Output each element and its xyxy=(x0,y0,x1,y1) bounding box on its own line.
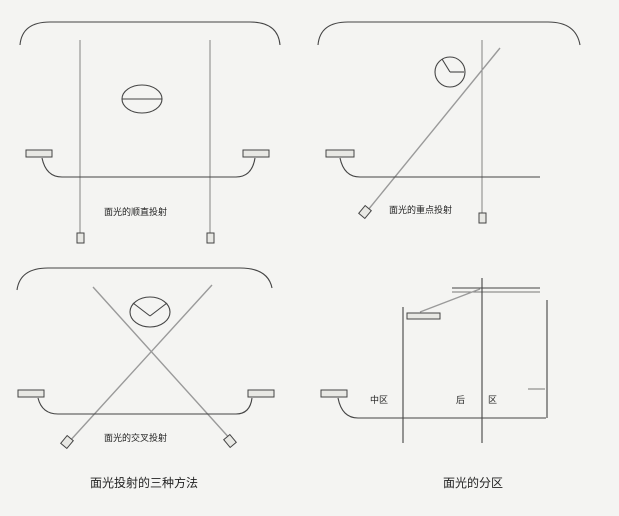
flat-fixture xyxy=(406,312,441,320)
zone-label-middle: 中区 xyxy=(370,394,388,406)
spotlight-right xyxy=(206,232,215,244)
beam-cross-2 xyxy=(92,286,233,442)
spotlight-left xyxy=(76,232,85,244)
ceiling-arc xyxy=(317,21,581,46)
ceiling-arc xyxy=(16,267,273,291)
zone-label-area: 区 xyxy=(488,395,497,406)
caption-zoning: 面光的分区 xyxy=(443,475,503,490)
fixture-left xyxy=(325,149,355,158)
stage-edge xyxy=(339,157,540,178)
panel-label-cross: 面光的交叉投射 xyxy=(104,432,167,444)
beam-diagonal xyxy=(367,47,501,211)
panel-zoning: 中区 后 区 xyxy=(320,278,548,443)
angled-beam xyxy=(419,288,481,313)
lamp-symbol xyxy=(434,56,466,88)
caption-three-methods: 面光投射的三种方法 xyxy=(90,475,198,490)
spotlight-left xyxy=(60,434,74,450)
fixture-left xyxy=(25,149,53,158)
panel-label-focus: 面光的重点投射 xyxy=(389,204,452,216)
spotlight-left xyxy=(358,204,372,220)
lamp-symbol xyxy=(129,296,171,328)
stage-edge xyxy=(37,397,253,415)
panel-straight-projection: 面光的顺直投射 xyxy=(19,21,281,244)
fixture-right xyxy=(247,389,275,398)
spotlight-right xyxy=(478,212,487,224)
ceiling-arc xyxy=(19,21,281,46)
spotlight-right xyxy=(223,433,237,449)
fixture-right xyxy=(242,149,270,158)
panel-cross-projection: 面光的交叉投射 xyxy=(16,267,275,450)
lamp-v-1 xyxy=(132,302,151,317)
panel-label-straight: 面光的顺直投射 xyxy=(104,206,167,218)
panel-focus-projection: 面光的重点投射 xyxy=(317,21,581,224)
lamp-v-2 xyxy=(149,302,168,317)
lamp-hand-1 xyxy=(441,58,451,73)
beam-cross-1 xyxy=(67,284,213,444)
zone-label-back: 后 xyxy=(456,395,465,406)
stage-edge xyxy=(337,397,546,419)
stage-edge xyxy=(41,157,256,178)
fixture-left xyxy=(17,389,45,398)
fixture-left xyxy=(320,389,348,398)
